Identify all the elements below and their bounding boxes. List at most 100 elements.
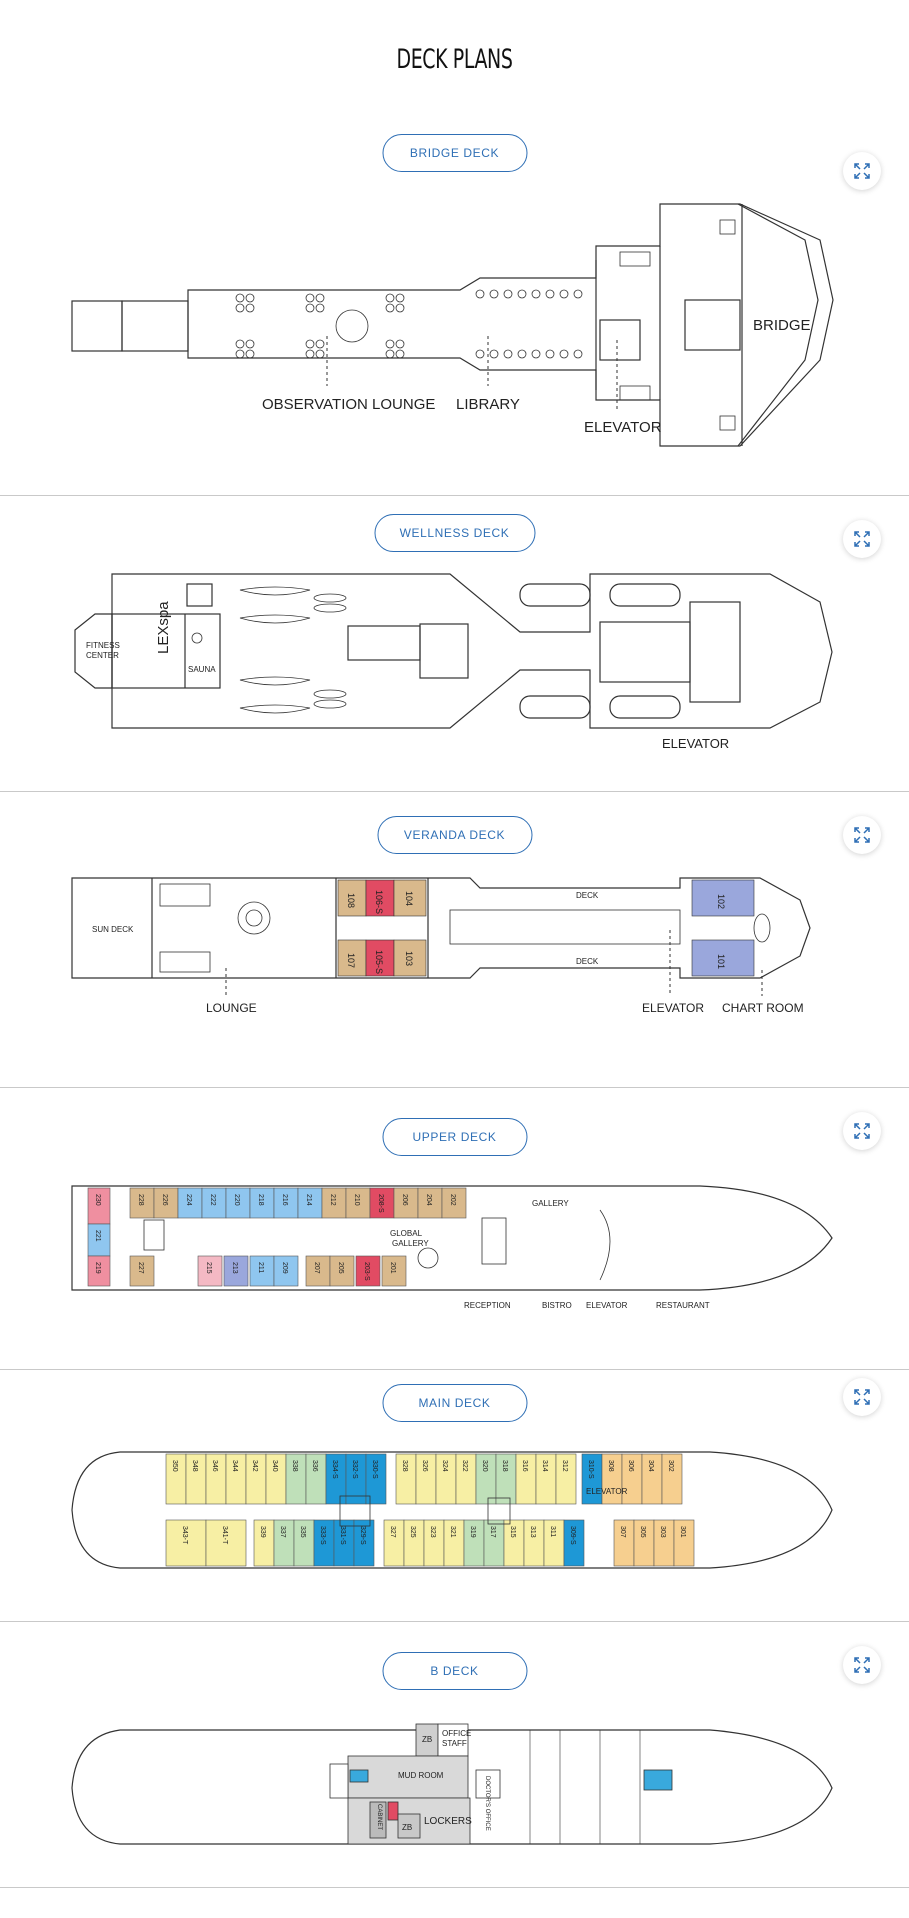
cabin-341-t[interactable] bbox=[205, 1519, 247, 1567]
cabin-218[interactable] bbox=[249, 1187, 275, 1219]
expand-upper-button[interactable] bbox=[843, 1112, 881, 1150]
section-bridge-deck: BRIDGE DECK bbox=[0, 0, 909, 496]
cabin-219[interactable] bbox=[87, 1255, 111, 1287]
cabin-211[interactable] bbox=[249, 1255, 275, 1287]
cabin-212[interactable] bbox=[321, 1187, 347, 1219]
cabin-311-label: 311 bbox=[549, 1526, 556, 1537]
b-deck-plan: ZB OFFICE STAFF MUD ROOM LOCKERS ZB DOCT… bbox=[71, 1723, 833, 1845]
cabin-301-label: 301 bbox=[679, 1526, 686, 1538]
cabin-108[interactable]: 108 bbox=[346, 893, 356, 908]
label-elevator: ELEVATOR bbox=[662, 736, 729, 751]
cabin-214-label: 214 bbox=[305, 1194, 312, 1206]
cabin-309-s[interactable] bbox=[563, 1519, 585, 1567]
cabin-332-s-label: 332-S bbox=[351, 1460, 358, 1479]
cabin-344-label: 344 bbox=[231, 1460, 238, 1472]
cabin-104[interactable]: 104 bbox=[404, 891, 414, 906]
cabin-222-label: 222 bbox=[209, 1194, 216, 1206]
cabin-215[interactable] bbox=[197, 1255, 223, 1287]
expand-veranda-button[interactable] bbox=[843, 816, 881, 854]
section-b-deck: B DECK ZB OFFICE STAFF MUD ROOM LOCKERS … bbox=[0, 1622, 909, 1899]
cabin-204[interactable] bbox=[417, 1187, 443, 1219]
cabin-302-label: 302 bbox=[667, 1460, 674, 1472]
cabin-210[interactable] bbox=[345, 1187, 371, 1219]
cabin-329-s-label: 329-S bbox=[359, 1526, 366, 1545]
expand-wellness-button[interactable] bbox=[843, 520, 881, 558]
cabin-329-s[interactable] bbox=[353, 1519, 375, 1567]
cabin-312-label: 312 bbox=[561, 1460, 568, 1472]
cabin-107[interactable]: 107 bbox=[346, 953, 356, 968]
cabin-307-label: 307 bbox=[619, 1526, 626, 1538]
cabin-301[interactable] bbox=[673, 1519, 695, 1567]
cabin-209[interactable] bbox=[273, 1255, 299, 1287]
cabin-321-label: 321 bbox=[449, 1526, 456, 1538]
deck-tab-b[interactable]: B DECK bbox=[382, 1652, 527, 1690]
label-staff: STAFF bbox=[442, 1739, 467, 1748]
expand-main-button[interactable] bbox=[843, 1378, 881, 1416]
cabin-327-label: 327 bbox=[389, 1526, 396, 1538]
expand-icon bbox=[854, 1389, 870, 1405]
cabin-303-label: 303 bbox=[659, 1526, 666, 1538]
cabin-228[interactable] bbox=[129, 1187, 155, 1219]
cabin-102[interactable]: 102 bbox=[716, 894, 726, 909]
cabin-343-t[interactable] bbox=[165, 1519, 207, 1567]
cabin-348-label: 348 bbox=[191, 1460, 198, 1472]
cabin-205[interactable] bbox=[329, 1255, 355, 1287]
cabin-101[interactable]: 101 bbox=[716, 954, 726, 969]
cabin-203-s[interactable] bbox=[355, 1255, 381, 1287]
cabin-330-s[interactable] bbox=[365, 1453, 387, 1505]
label-sauna: SAUNA bbox=[188, 665, 216, 674]
deck-tab-upper[interactable]: UPPER DECK bbox=[382, 1118, 527, 1156]
cabin-202[interactable] bbox=[441, 1187, 467, 1219]
expand-b-button[interactable] bbox=[843, 1646, 881, 1684]
cabin-314-label: 314 bbox=[541, 1460, 548, 1472]
label-deck-bottom: DECK bbox=[576, 957, 599, 966]
cabin-326-label: 326 bbox=[421, 1460, 428, 1472]
cabin-227[interactable] bbox=[129, 1255, 155, 1287]
cabin-106-s[interactable]: 106-S bbox=[374, 890, 384, 914]
cabin-302[interactable] bbox=[661, 1453, 683, 1505]
cabin-213[interactable] bbox=[223, 1255, 249, 1287]
cabin-212-label: 212 bbox=[329, 1194, 336, 1206]
cabin-228-label: 228 bbox=[137, 1194, 144, 1206]
cabin-216[interactable] bbox=[273, 1187, 299, 1219]
label-elevator: ELEVATOR bbox=[584, 419, 662, 436]
cabin-103[interactable]: 103 bbox=[404, 951, 414, 966]
cabin-315-label: 315 bbox=[509, 1526, 516, 1538]
cabin-226[interactable] bbox=[153, 1187, 179, 1219]
expand-icon bbox=[854, 163, 870, 179]
deck-tab-main[interactable]: MAIN DECK bbox=[382, 1384, 527, 1422]
cabin-201[interactable] bbox=[381, 1255, 407, 1287]
deck-tab-veranda[interactable]: VERANDA DECK bbox=[377, 816, 532, 854]
cabin-313-label: 313 bbox=[529, 1526, 536, 1538]
cabin-339-label: 339 bbox=[259, 1526, 266, 1538]
cabin-105-s[interactable]: 105-S bbox=[374, 950, 384, 974]
cabin-316-label: 316 bbox=[521, 1460, 528, 1472]
section-veranda-deck: VERANDA DECK 108 10 bbox=[0, 792, 909, 1088]
label-lockers: LOCKERS bbox=[424, 1816, 472, 1827]
section-divider bbox=[0, 1621, 909, 1622]
label-doctors-office: DOCTOR'S OFFICE bbox=[484, 1776, 490, 1831]
deck-tab-wellness[interactable]: WELLNESS DECK bbox=[374, 514, 535, 552]
expand-bridge-button[interactable] bbox=[843, 152, 881, 190]
section-divider bbox=[0, 1887, 909, 1888]
page-title: DECK PLANS bbox=[396, 44, 513, 75]
cabin-337-label: 337 bbox=[279, 1526, 286, 1538]
deck-tab-bridge[interactable]: BRIDGE DECK bbox=[382, 134, 527, 172]
cabin-206[interactable] bbox=[393, 1187, 419, 1219]
cabin-342-label: 342 bbox=[251, 1460, 258, 1472]
cabin-312[interactable] bbox=[555, 1453, 577, 1505]
label-reception: RECEPTION bbox=[464, 1301, 511, 1310]
section-divider bbox=[0, 1087, 909, 1088]
cabin-216-label: 216 bbox=[281, 1194, 288, 1206]
cabin-222[interactable] bbox=[201, 1187, 227, 1219]
cabin-230-label: 230 bbox=[94, 1194, 101, 1206]
cabin-340-label: 340 bbox=[271, 1460, 278, 1472]
cabin-336-label: 336 bbox=[311, 1460, 318, 1472]
label-elevator: ELEVATOR bbox=[586, 1301, 628, 1310]
cabin-214[interactable] bbox=[297, 1187, 323, 1219]
cabin-211-label: 211 bbox=[257, 1262, 264, 1273]
